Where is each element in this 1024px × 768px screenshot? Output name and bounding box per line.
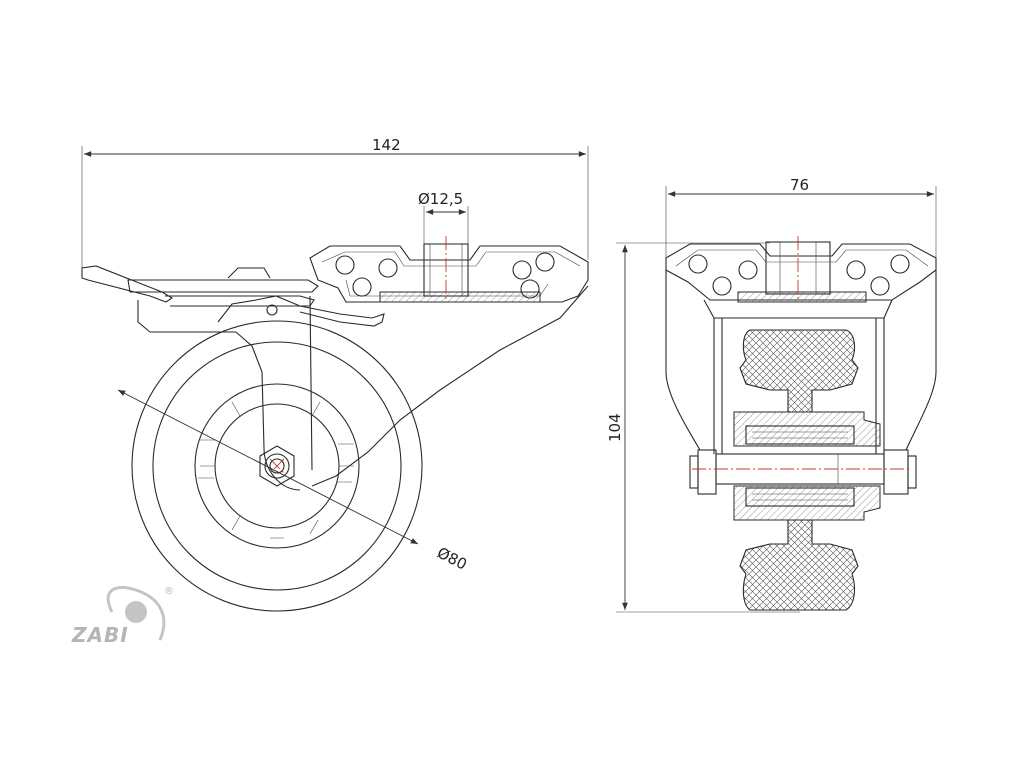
hub-upper <box>733 411 881 447</box>
tread-bottom <box>739 519 859 611</box>
dim-mount-hole-label: Ø12,5 <box>418 190 463 208</box>
hub-lower <box>733 485 881 521</box>
side-view <box>81 236 589 612</box>
dim-overall-height: 104 <box>606 242 800 613</box>
tread-top <box>739 329 859 413</box>
side-top-plate <box>309 245 589 303</box>
wheel-diameter-leader <box>117 389 419 545</box>
dim-wheel-diameter-label: Ø80 <box>434 544 470 574</box>
brake-pedal <box>81 265 174 303</box>
dim-wheel-width-label: 76 <box>790 176 809 194</box>
dim-overall-height-label: 104 <box>606 413 624 442</box>
dim-overall-width: 142 <box>81 136 589 270</box>
logo-registered-mark: ® <box>164 586 174 597</box>
axle-nut-right <box>883 449 909 495</box>
dim-overall-width-label: 142 <box>372 136 401 154</box>
fork-leg <box>137 285 589 487</box>
dim-wheel-width: 76 <box>665 176 937 258</box>
dim-mount-hole: Ø12,5 <box>418 190 469 244</box>
zabi-logo: ZABI ® <box>71 586 174 647</box>
front-view <box>665 236 937 611</box>
axle-nut-left <box>697 449 717 495</box>
brake-spring <box>217 295 385 327</box>
logo-text: ZABI <box>71 623 129 647</box>
